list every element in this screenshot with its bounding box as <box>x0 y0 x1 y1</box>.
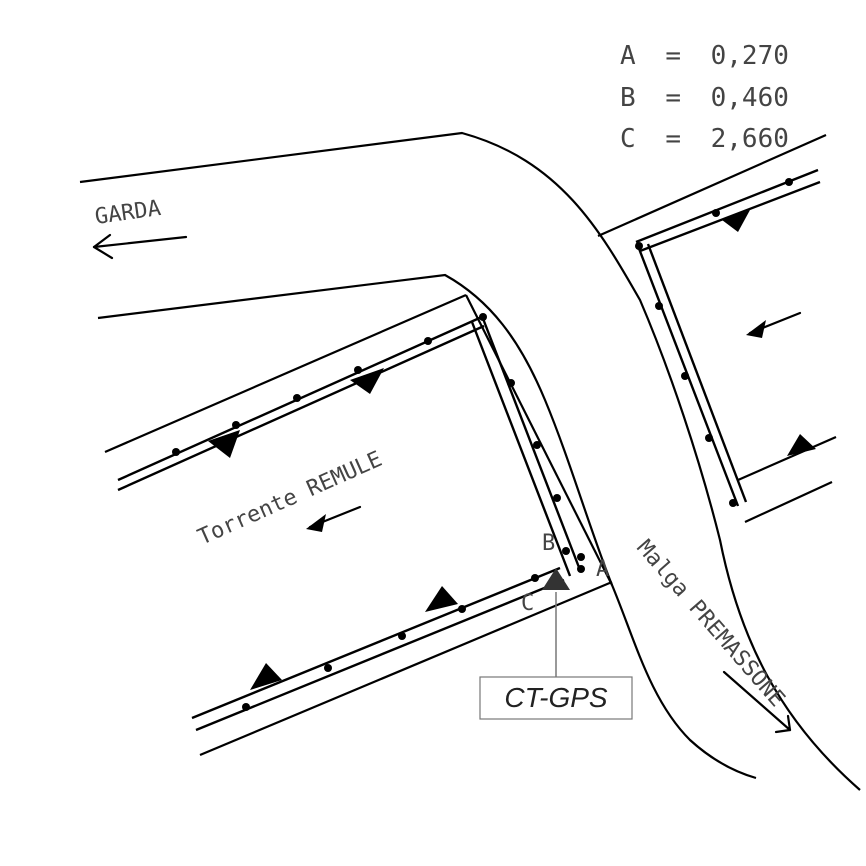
fence-post <box>635 242 643 250</box>
fence-post <box>655 302 663 310</box>
fence-post <box>705 434 713 442</box>
fence-post <box>577 565 585 573</box>
torrente-remule-label: Torrente REMULE <box>194 447 386 551</box>
gps-station: CT-GPS <box>479 568 633 720</box>
malga-premassone-label: Malga PREMASSONE <box>631 536 789 712</box>
fence-post <box>398 632 406 640</box>
fence-post <box>712 209 720 217</box>
fence-post <box>785 178 793 186</box>
legend-row-b: B = 0,460 <box>620 83 789 113</box>
right-fence-left-b <box>646 243 748 503</box>
triangle-marker <box>722 210 750 232</box>
legend-row-c: C = 2,660 <box>620 124 789 154</box>
triangle-marker <box>350 368 384 394</box>
left-fence-top-b <box>117 324 485 492</box>
fence-post <box>553 494 561 502</box>
fence-post <box>232 421 240 429</box>
left-channel-outer-top <box>104 293 467 454</box>
road-lower-edge <box>97 273 757 780</box>
fence-post <box>479 313 487 321</box>
road-upper-edge <box>79 131 861 791</box>
fence-post <box>458 605 466 613</box>
point-c-label: C <box>521 591 534 616</box>
triangle-marker <box>787 434 816 456</box>
right-channel-lower-line <box>737 435 837 482</box>
fence-post <box>293 394 301 402</box>
legend-row-a: A = 0,270 <box>620 41 789 71</box>
fence-post <box>577 553 585 561</box>
right-channel-outer-top <box>597 133 827 238</box>
flow-arrows <box>92 233 802 734</box>
triangle-marker <box>425 586 458 612</box>
fence-post <box>729 499 737 507</box>
gps-station-label: CT-GPS <box>504 682 608 713</box>
right-channel-arrow-head <box>746 320 766 338</box>
legend-a-value: 0,270 <box>711 41 789 71</box>
triangle-marker <box>208 430 240 458</box>
fence-post <box>424 337 432 345</box>
fence-post <box>172 448 180 456</box>
legend-a-label: A <box>620 41 636 71</box>
fence-post <box>562 547 570 555</box>
malga-arrow-shaft <box>722 670 792 732</box>
legend: A = 0,270 B = 0,460 C = 2,660 <box>620 41 789 154</box>
point-a-label: A <box>596 557 609 582</box>
fence-post <box>354 366 362 374</box>
legend-b-value: 0,460 <box>711 83 789 113</box>
right-channel <box>597 133 837 523</box>
malga-arrow-head <box>774 714 792 734</box>
fence-post <box>531 574 539 582</box>
right-fence-top-b <box>639 180 821 253</box>
garda-arrow-shaft <box>92 235 188 249</box>
fence-post <box>242 703 250 711</box>
left-fence-bottom-b <box>195 578 565 732</box>
left-fence-right-b <box>470 321 572 577</box>
left-channel <box>104 293 613 757</box>
legend-c-sep: = <box>665 124 681 154</box>
legend-c-value: 2,660 <box>711 124 789 154</box>
fence-post <box>533 441 541 449</box>
road <box>79 131 861 791</box>
legend-a-sep: = <box>665 41 681 71</box>
gps-label-box <box>479 676 633 720</box>
fence-post <box>324 664 332 672</box>
triangle-marker <box>250 663 282 690</box>
fence-post <box>681 372 689 380</box>
garda-arrow-head <box>92 233 114 260</box>
point-b-label: B <box>542 531 555 556</box>
left-channel-outer-bottom <box>199 580 613 757</box>
left-fence-bottom-a <box>191 566 561 720</box>
fence-post <box>507 379 515 387</box>
torrente-arrow-head <box>306 514 326 532</box>
gps-station-marker <box>542 568 570 590</box>
legend-c-label: C <box>620 124 636 154</box>
left-channel-outer-right <box>465 294 613 586</box>
legend-b-label: B <box>620 83 636 113</box>
garda-label: GARDA <box>93 196 162 230</box>
right-channel-outer-bottom <box>744 481 833 523</box>
legend-b-sep: = <box>665 83 681 113</box>
